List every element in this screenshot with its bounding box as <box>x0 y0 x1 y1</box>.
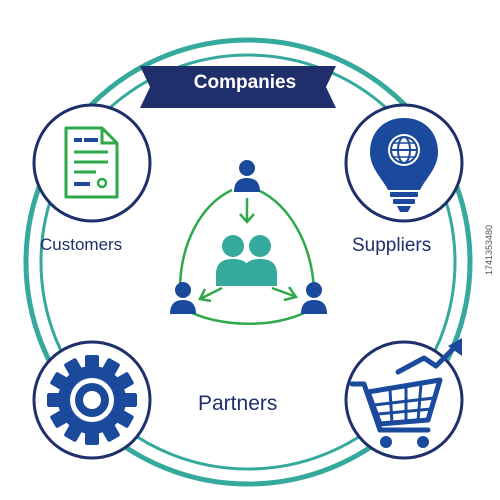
suppliers-node <box>344 103 464 223</box>
user-network-icon <box>170 160 327 325</box>
person-top-icon <box>234 160 260 192</box>
document-icon <box>64 126 119 199</box>
person-left-icon <box>170 282 196 314</box>
group-icon <box>216 235 277 286</box>
suppliers-label: Suppliers <box>352 235 432 256</box>
page-title: Companies <box>193 72 297 93</box>
globe-lightbulb-icon <box>370 118 438 212</box>
title-ribbon <box>140 66 336 108</box>
person-right-icon <box>301 282 327 314</box>
outer-ring <box>23 37 473 487</box>
gear-icon <box>47 355 137 445</box>
customers-label: Customers <box>40 235 123 254</box>
shopping-cart-trend-icon <box>349 338 462 448</box>
customers-node <box>32 103 152 223</box>
partners-node <box>32 340 152 460</box>
inner-ring <box>39 53 457 471</box>
cart-node <box>344 338 464 460</box>
partners-label: Partners <box>198 392 278 415</box>
side-id-text: 1741353480 <box>484 224 494 276</box>
